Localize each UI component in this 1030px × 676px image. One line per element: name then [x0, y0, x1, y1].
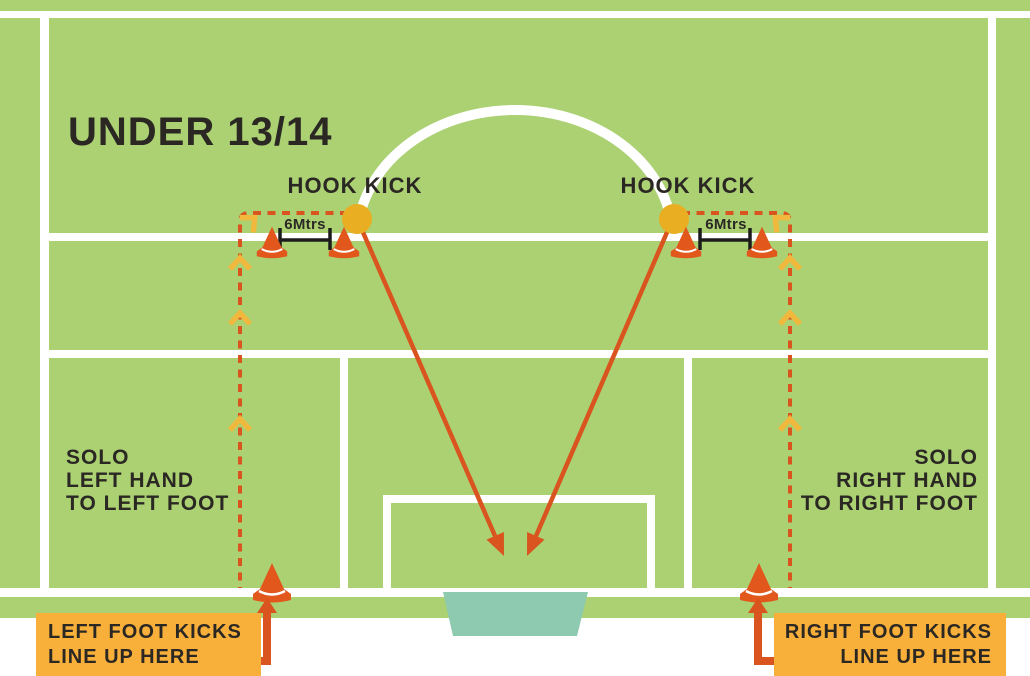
solo-instruction-right: SOLO RIGHT HAND TO RIGHT FOOT	[800, 446, 978, 515]
solo-instruction-left: SOLO LEFT HAND TO LEFT FOOT	[66, 446, 230, 515]
measure-bar-right	[698, 228, 752, 250]
hook-kick-label-right: HOOK KICK	[620, 173, 756, 198]
ball-icon-right	[659, 204, 689, 234]
pitch-grass	[0, 0, 1030, 618]
page-title: UNDER 13/14	[68, 110, 333, 154]
lineup-callout-right-text: RIGHT FOOT KICKS LINE UP HERE	[784, 620, 992, 668]
lineup-callout-left: LEFT FOOT KICKS LINE UP HERE	[36, 613, 261, 676]
measure-label-right: 6Mtrs	[705, 216, 747, 233]
goal-net	[443, 592, 588, 636]
ball-icon-left	[342, 204, 372, 234]
measure-label-left: 6Mtrs	[284, 216, 326, 233]
arc-line	[352, 105, 678, 241]
lineup-callout-left-text: LEFT FOOT KICKS LINE UP HERE	[48, 620, 242, 668]
lineup-callout-right: RIGHT FOOT KICKS LINE UP HERE	[774, 613, 1006, 676]
hook-kick-label-left: HOOK KICK	[287, 173, 423, 198]
kick-arrow-right	[527, 229, 671, 556]
kick-arrow-left	[359, 229, 504, 556]
